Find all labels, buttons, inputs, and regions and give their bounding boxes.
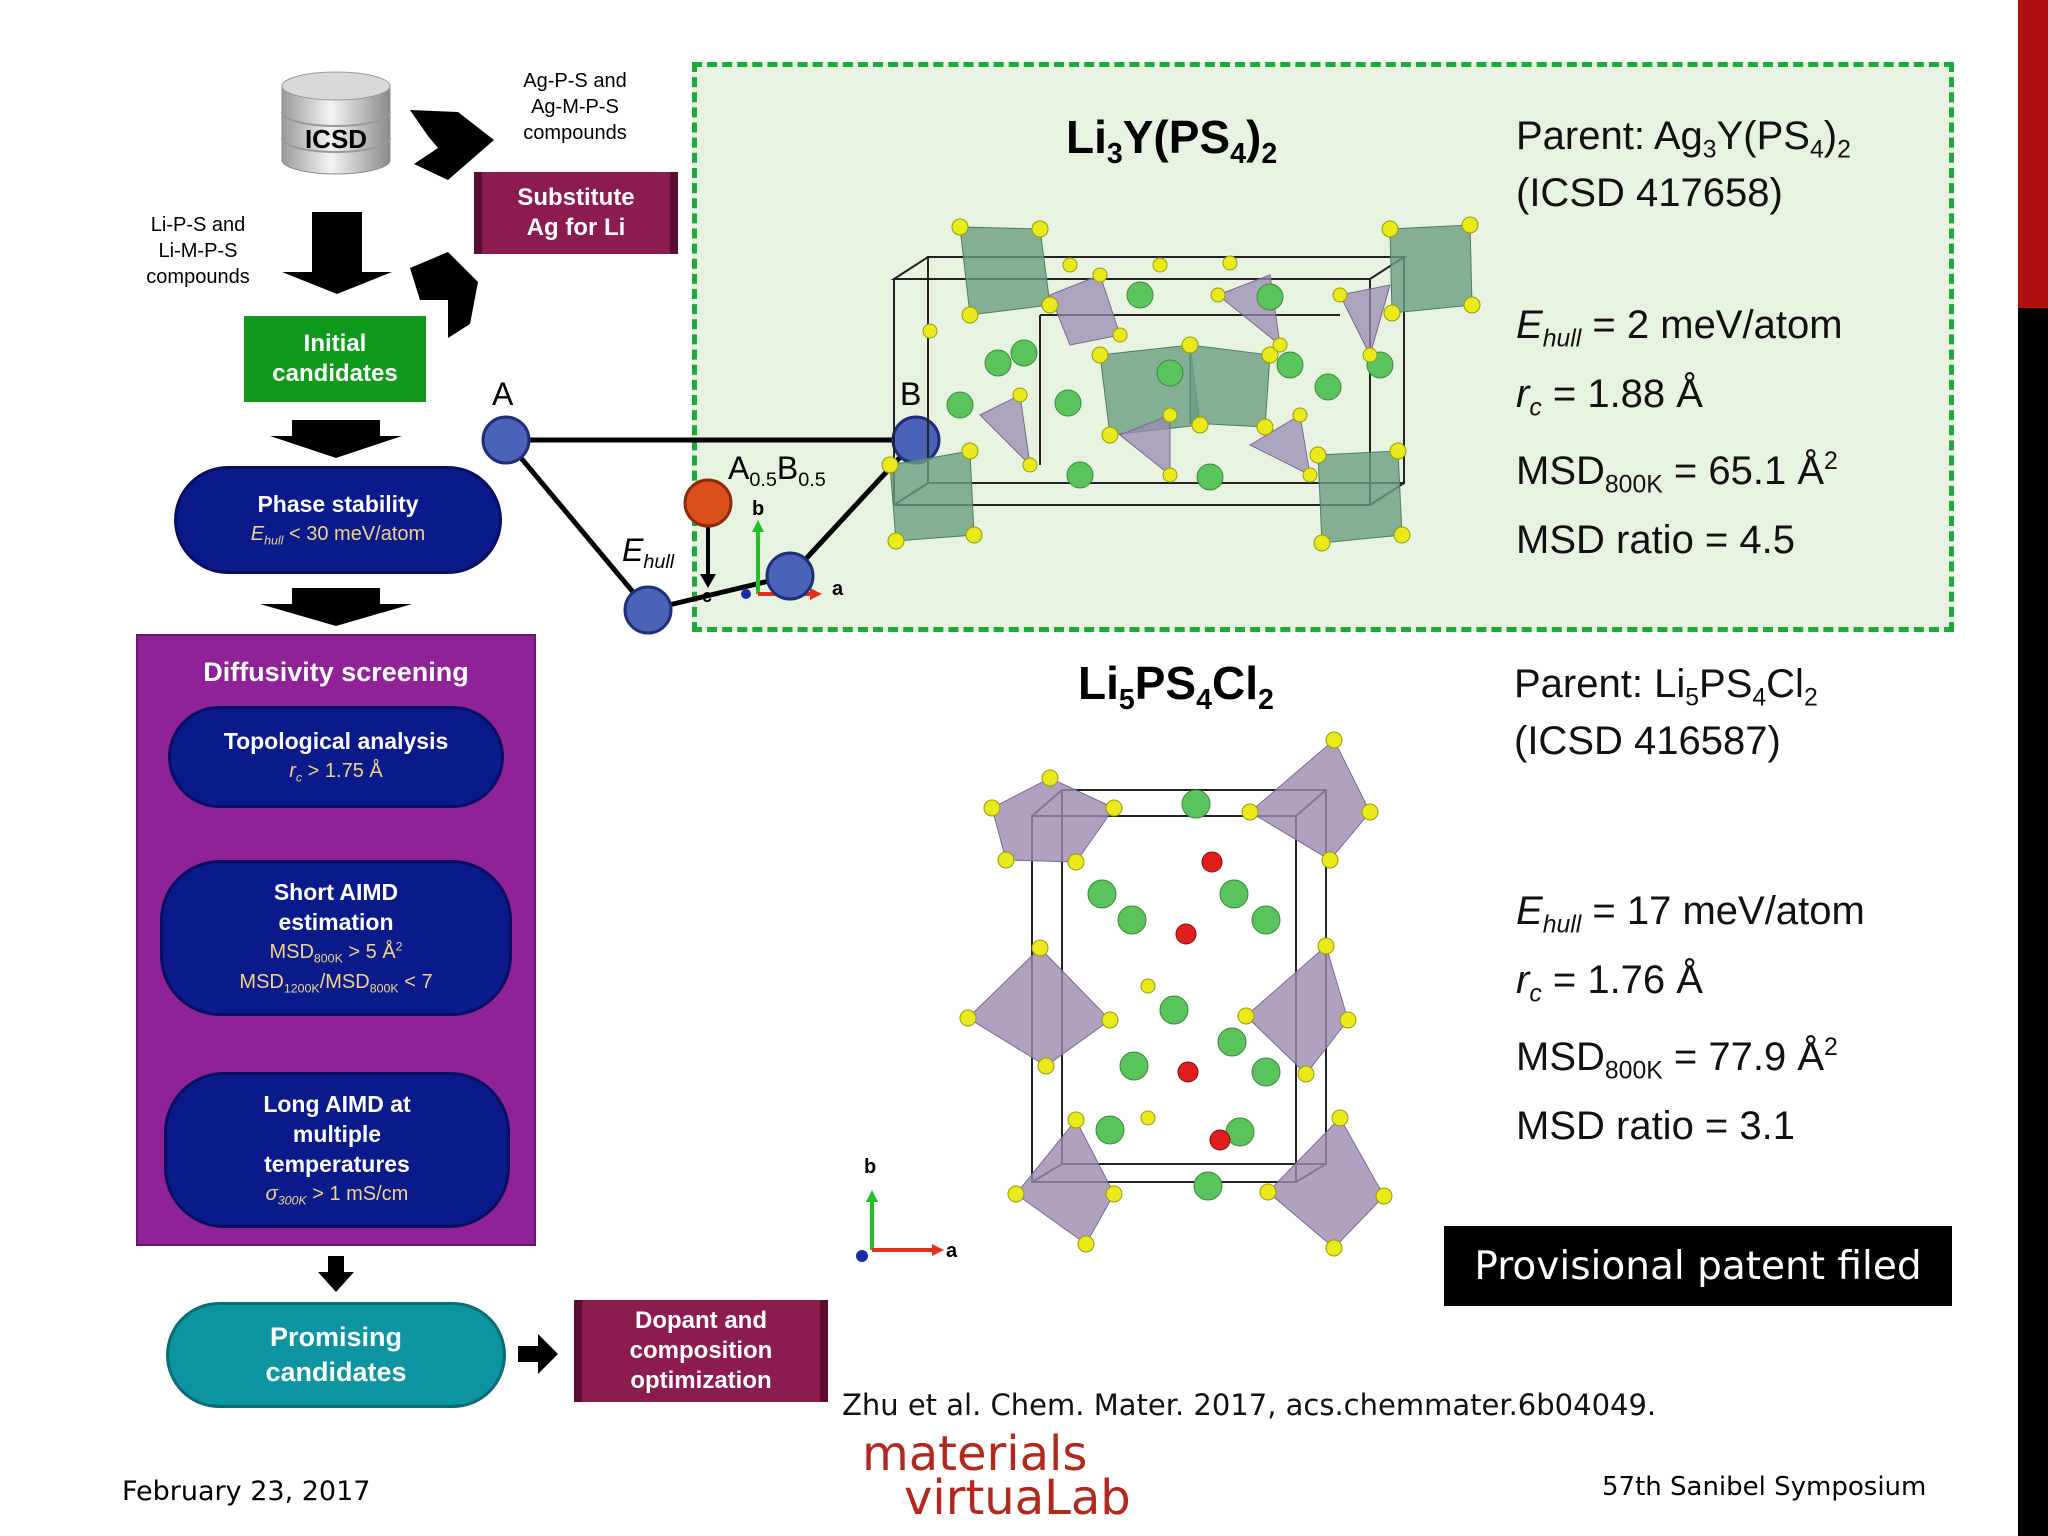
edge-bar-black [2018,308,2048,1536]
phase-stability-box: Phase stability Ehull < 30 meV/atom [174,466,502,574]
compound1-properties: Ehull = 2 meV/atom rc = 1.88 Å MSD800K =… [1516,298,1843,567]
footer-date: February 23, 2017 [122,1476,371,1507]
topological-analysis-box: Topological analysis rc > 1.75 Å [168,706,504,808]
compound1-parent: Parent: Ag3Y(PS4)2 (ICSD 417658) [1516,114,1851,216]
compound2-ehull: Ehull = 17 meV/atom [1516,889,1865,939]
long-aimd-box: Long AIMD at multiple temperatures σ300K… [164,1072,510,1228]
compound2-parent: Parent: Li5PS4Cl2 (ICSD 416587) [1514,662,1818,764]
citation: Zhu et al. Chem. Mater. 2017, acs.chemma… [842,1388,1657,1422]
hull-label-b: B [900,376,922,412]
hull-axis-a: a [832,578,844,600]
ag-compounds-text: Ag-P-S and Ag-M-P-S compounds [523,70,627,144]
phase-stability-criterion: Ehull < 30 meV/atom [250,523,426,548]
compound1-rc: rc = 1.88 Å [1516,371,1703,422]
compound2-rc: rc = 1.76 Å [1516,957,1703,1008]
compound2-formula: Li5PS4Cl2 [1078,657,1274,716]
compound2-msd-ratio: MSD ratio = 3.1 [1516,1103,1796,1148]
edge-bar-red [2018,0,2048,308]
crystal-structure-1 [881,216,1481,552]
compound2-properties: Ehull = 17 meV/atom rc = 1.76 Å MSD800K … [1516,884,1865,1153]
database-icon [278,68,394,180]
compound2-msd: MSD800K = 77.9 Å2 [1516,1034,1838,1085]
hull-axis-b: b [752,498,765,520]
hull-diagram [481,415,941,635]
hull-axis-c: c [702,586,713,606]
li-compounds-text: Li-P-S and Li-M-P-S compounds [146,214,250,288]
axis-b-label: b [864,1156,877,1178]
flow-arrows [260,110,558,1374]
axis-indicator-2 [856,1190,944,1262]
diffusivity-title: Diffusivity screening [203,657,469,687]
compound1-formula: Li3Y(PS4)2 [1066,111,1278,170]
patent-banner: Provisional patent filed [1444,1226,1952,1306]
compound1-ehull: Ehull = 2 meV/atom [1516,303,1843,353]
phase-stability-title: Phase stability [257,491,419,518]
footer-event: 57th Sanibel Symposium [1602,1472,1927,1502]
compound1-msd: MSD800K = 65.1 Å2 [1516,448,1838,499]
hull-label-mid: A0.5B0.5 [728,450,826,491]
substitute-box: Substitute Ag for Li [474,172,678,254]
hull-label-ehull: Ehull [622,532,675,573]
axis-a-label: a [946,1240,958,1262]
materials-virtualab-logo: materials virtuaLab [862,1426,1131,1526]
promising-candidates-box: Promising candidates [166,1302,506,1408]
initial-candidates-box: Initial candidates [244,316,426,402]
crystal-structure-2 [959,731,1393,1257]
compound1-msd-ratio: MSD ratio = 4.5 [1516,517,1796,562]
hull-label-a: A [492,376,514,412]
icsd-label: ICSD [304,124,368,154]
dopant-optimization-box: Dopant and composition optimization [574,1300,828,1402]
short-aimd-box: Short AIMD estimation MSD800K > 5 Å2 MSD… [160,860,512,1016]
